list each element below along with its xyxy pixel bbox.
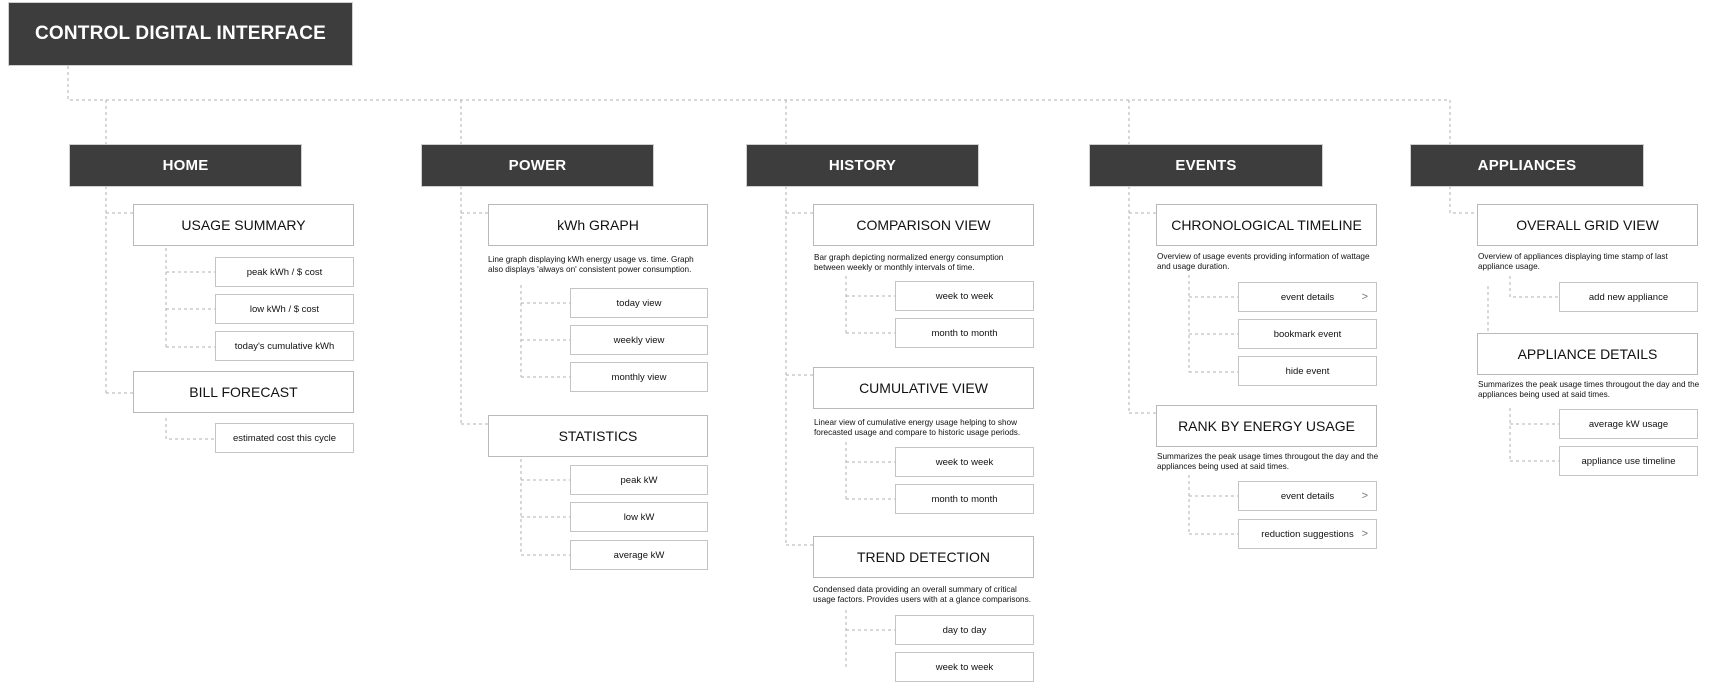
usage-summary-node[interactable]: USAGE SUMMARY xyxy=(133,204,354,246)
cumulative-view-description: Linear view of cumulative energy usage h… xyxy=(814,418,1021,437)
rank-event-details-item[interactable]: event details > xyxy=(1238,481,1377,511)
rank-event-details-label: event details xyxy=(1280,490,1335,502)
nav-power[interactable]: POWER xyxy=(422,145,653,186)
nav-events[interactable]: EVENTS xyxy=(1090,145,1322,186)
reduction-suggestions-item[interactable]: reduction suggestions > xyxy=(1238,519,1377,549)
rank-by-energy-usage-node[interactable]: RANK BY ENERGY USAGE xyxy=(1156,405,1377,447)
chevron-right-icon: > xyxy=(1361,291,1368,303)
nav-home[interactable]: HOME xyxy=(70,145,301,186)
root-node[interactable]: CONTROL DIGITAL INTERFACE xyxy=(9,3,352,65)
rank-by-energy-usage-description: Summarizes the peak usage times througou… xyxy=(1157,452,1379,471)
cumulative-kwh-item[interactable]: today's cumulative kWh xyxy=(215,331,354,361)
kwh-graph-node[interactable]: kWh GRAPH xyxy=(488,204,708,246)
cumulative-week-to-week-item[interactable]: week to week xyxy=(895,447,1034,477)
comparison-view-node[interactable]: COMPARISON VIEW xyxy=(813,204,1034,246)
bill-forecast-node[interactable]: BILL FORECAST xyxy=(133,371,354,413)
kwh-graph-description: Line graph displaying kWh energy usage v… xyxy=(488,255,694,274)
average-kw-item[interactable]: average kW xyxy=(570,540,708,570)
timeline-event-details-item[interactable]: event details > xyxy=(1238,282,1377,312)
today-view-item[interactable]: today view xyxy=(570,288,708,318)
trend-detection-node[interactable]: TREND DETECTION xyxy=(813,536,1034,578)
cumulative-view-node[interactable]: CUMULATIVE VIEW xyxy=(813,367,1034,409)
overall-grid-view-description: Overview of appliances displaying time s… xyxy=(1478,252,1668,271)
appliance-use-timeline-item[interactable]: appliance use timeline xyxy=(1559,446,1698,476)
chevron-right-icon: > xyxy=(1361,490,1368,502)
comparison-view-description: Bar graph depicting normalized energy co… xyxy=(814,253,1004,272)
chronological-timeline-description: Overview of usage events providing infor… xyxy=(1157,252,1370,271)
weekly-view-item[interactable]: weekly view xyxy=(570,325,708,355)
trend-day-to-day-item[interactable]: day to day xyxy=(895,615,1034,645)
cumulative-month-to-month-item[interactable]: month to month xyxy=(895,484,1034,514)
low-kw-item[interactable]: low kW xyxy=(570,502,708,532)
statistics-node[interactable]: STATISTICS xyxy=(488,415,708,457)
nav-history[interactable]: HISTORY xyxy=(747,145,978,186)
comparison-week-to-week-item[interactable]: week to week xyxy=(895,281,1034,311)
add-new-appliance-item[interactable]: add new appliance xyxy=(1559,282,1698,312)
comparison-month-to-month-item[interactable]: month to month xyxy=(895,318,1034,348)
hide-event-item[interactable]: hide event xyxy=(1238,356,1377,386)
trend-week-to-week-item[interactable]: week to week xyxy=(895,652,1034,682)
peak-kwh-cost-item[interactable]: peak kWh / $ cost xyxy=(215,257,354,287)
appliance-details-description: Summarizes the peak usage times througou… xyxy=(1478,380,1700,399)
appliance-details-node[interactable]: APPLIANCE DETAILS xyxy=(1477,333,1698,375)
estimated-cost-item[interactable]: estimated cost this cycle xyxy=(215,423,354,453)
peak-kw-item[interactable]: peak kW xyxy=(570,465,708,495)
bookmark-event-item[interactable]: bookmark event xyxy=(1238,319,1377,349)
nav-appliances[interactable]: APPLIANCES xyxy=(1411,145,1643,186)
chronological-timeline-node[interactable]: CHRONOLOGICAL TIMELINE xyxy=(1156,204,1377,246)
chevron-right-icon: > xyxy=(1361,528,1368,540)
reduction-suggestions-label: reduction suggestions xyxy=(1261,528,1354,540)
timeline-event-details-label: event details xyxy=(1280,291,1335,303)
overall-grid-view-node[interactable]: OVERALL GRID VIEW xyxy=(1477,204,1698,246)
average-kw-usage-item[interactable]: average kW usage xyxy=(1559,409,1698,439)
trend-detection-description: Condensed data providing an overall summ… xyxy=(813,585,1031,604)
monthly-view-item[interactable]: monthly view xyxy=(570,362,708,392)
low-kwh-cost-item[interactable]: low kWh / $ cost xyxy=(215,294,354,324)
